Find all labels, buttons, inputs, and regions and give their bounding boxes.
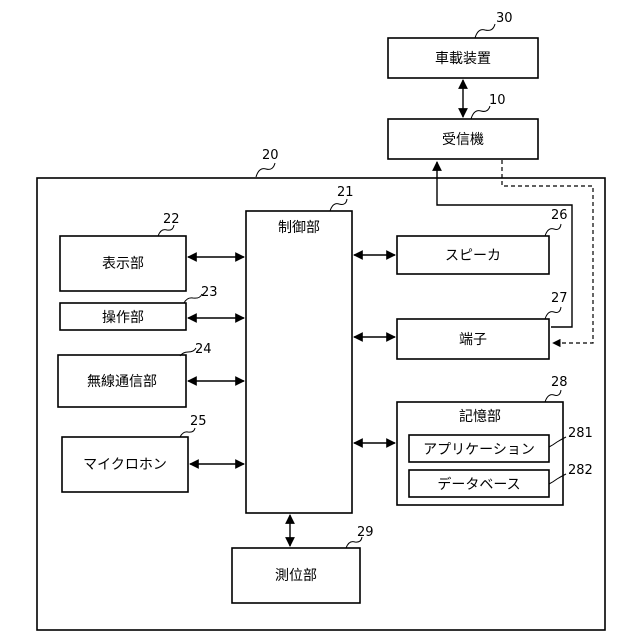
receiver-label: 受信機 (442, 132, 484, 148)
vehicle-device-label: 車載装置 (435, 50, 491, 67)
terminal-label: 端子 (459, 332, 487, 348)
speaker-node: スピーカ (397, 236, 549, 274)
svg-text:27: 27 (551, 291, 568, 306)
storage-unit-label: 記憶部 (459, 408, 501, 425)
svg-text:282: 282 (568, 463, 593, 478)
application-label: アプリケーション (423, 442, 535, 458)
positioning-unit-node: 測位部 (232, 548, 360, 603)
microphone-node: マイクロホン (62, 437, 188, 492)
speaker-label: スピーカ (445, 248, 501, 264)
svg-text:281: 281 (568, 426, 593, 441)
svg-text:26: 26 (551, 208, 568, 223)
ref-30: 30 (475, 11, 513, 38)
svg-text:25: 25 (190, 414, 207, 429)
wireless-unit-node: 無線通信部 (58, 355, 186, 407)
database-node: データベース (409, 470, 549, 497)
svg-text:29: 29 (357, 525, 374, 540)
svg-text:22: 22 (163, 212, 180, 227)
display-unit-label: 表示部 (102, 256, 144, 272)
operation-unit-label: 操作部 (102, 310, 144, 326)
ref-20: 20 (256, 148, 279, 177)
database-label: データベース (437, 476, 520, 493)
microphone-label: マイクロホン (83, 457, 167, 473)
vehicle-device-node: 車載装置 (388, 38, 538, 78)
control-unit-label: 制御部 (278, 220, 320, 236)
svg-text:20: 20 (262, 148, 279, 163)
svg-text:21: 21 (337, 185, 354, 200)
svg-text:28: 28 (551, 375, 568, 390)
positioning-unit-label: 測位部 (275, 568, 317, 584)
control-unit-node: 制御部 (246, 211, 352, 513)
svg-text:24: 24 (195, 342, 212, 357)
application-node: アプリケーション (409, 435, 549, 462)
operation-unit-node: 操作部 (60, 303, 186, 330)
wireless-unit-label: 無線通信部 (87, 374, 157, 390)
receiver-node: 受信機 (388, 119, 538, 159)
svg-text:10: 10 (489, 93, 506, 108)
terminal-node: 端子 (397, 319, 549, 359)
svg-text:23: 23 (201, 285, 218, 300)
svg-text:30: 30 (496, 11, 513, 26)
display-unit-node: 表示部 (60, 236, 186, 291)
ref-10: 10 (471, 93, 506, 119)
